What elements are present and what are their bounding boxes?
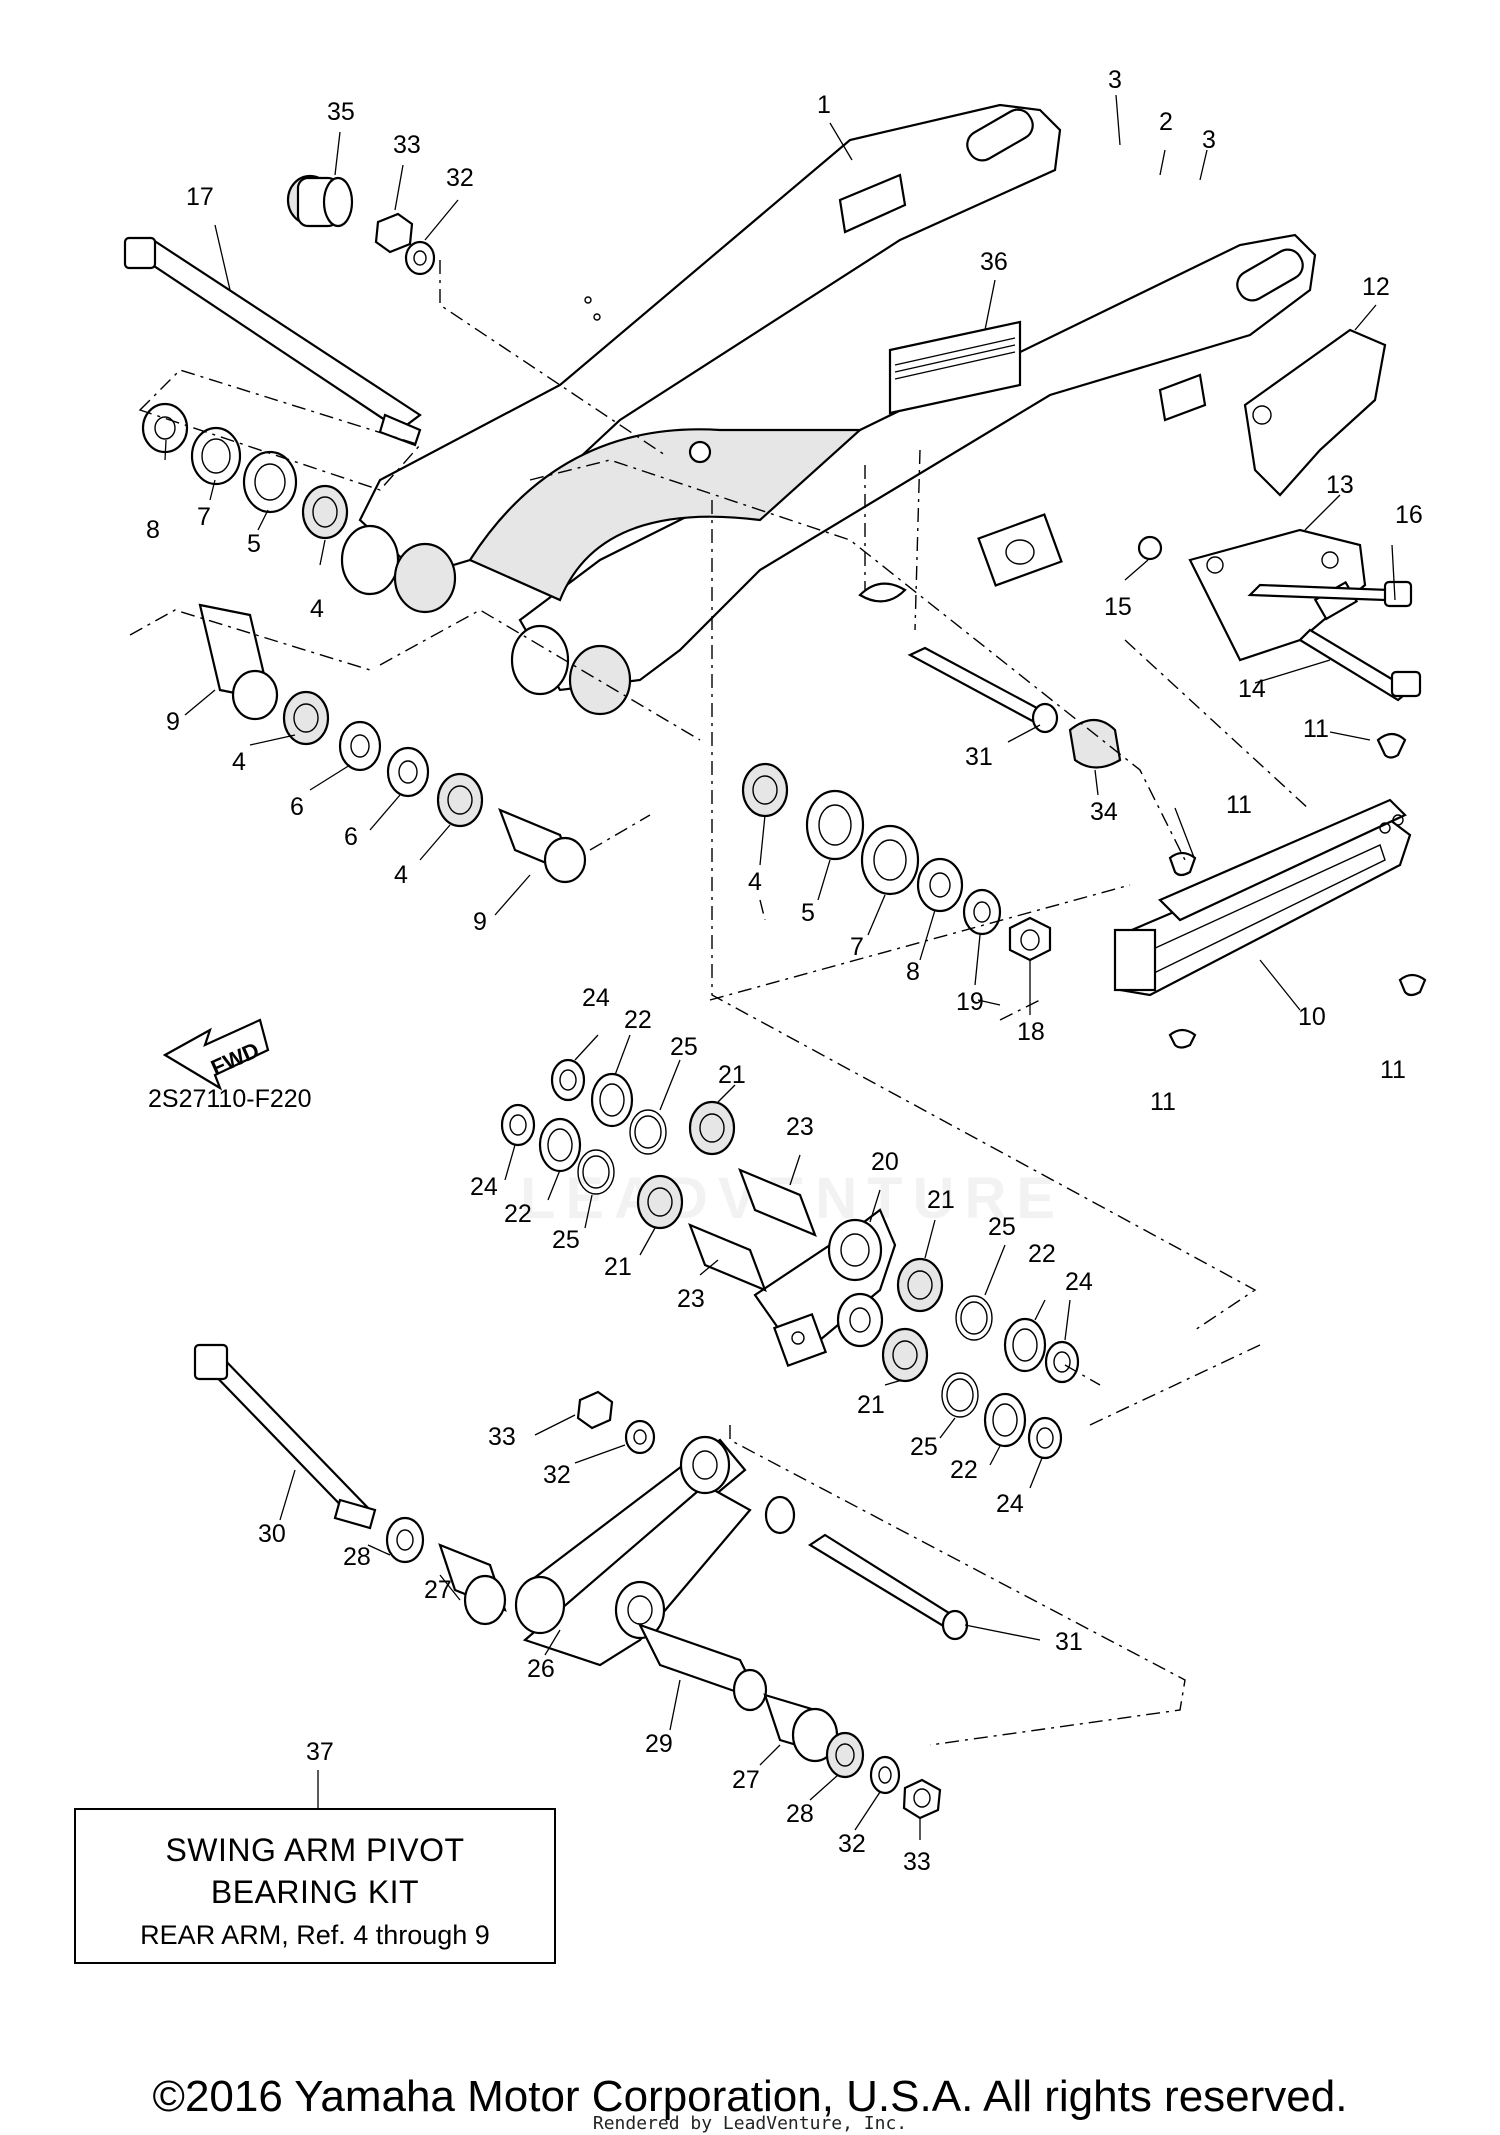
callout-5: 5 [247, 530, 261, 558]
callout-8: 8 [146, 516, 160, 544]
callout-11: 11 [1150, 1088, 1176, 1116]
callout-33: 33 [488, 1423, 516, 1451]
callout-5: 5 [801, 899, 815, 927]
lower-collars-and-nut [637, 1623, 942, 1820]
callout-25: 25 [910, 1433, 938, 1461]
callout-32: 32 [838, 1830, 866, 1858]
callout-7: 7 [197, 503, 211, 531]
callout-15: 15 [1104, 593, 1132, 621]
callout-32: 32 [543, 1461, 571, 1489]
callout-33: 33 [393, 131, 421, 159]
bearing-kit-box: SWING ARM PIVOT BEARING KIT REAR ARM, Re… [74, 1808, 556, 1964]
callout-17: 17 [186, 183, 214, 211]
callout-18: 18 [1017, 1018, 1045, 1046]
callout-4: 4 [310, 595, 324, 623]
relay-arm-seals [500, 1058, 1080, 1460]
callout-13: 13 [1326, 471, 1354, 499]
callout-26: 26 [527, 1655, 555, 1683]
callout-21: 21 [927, 1186, 955, 1214]
callout-29: 29 [645, 1730, 673, 1758]
callout-1: 1 [817, 91, 831, 119]
callout-27: 27 [424, 1576, 452, 1604]
callout-22: 22 [950, 1456, 978, 1484]
callout-22: 22 [624, 1006, 652, 1034]
callout-23: 23 [786, 1113, 814, 1141]
callout-23: 23 [677, 1285, 705, 1313]
callout-21: 21 [857, 1391, 885, 1419]
callout-21: 21 [604, 1253, 632, 1281]
caution-label [888, 320, 1022, 415]
callout-11: 11 [1226, 791, 1252, 819]
kit-description: REAR ARM, Ref. 4 through 9 [140, 1920, 490, 1950]
callout-8: 8 [906, 958, 920, 986]
callout-9: 9 [166, 708, 180, 736]
forward-direction-arrow: FWD [162, 1018, 270, 1091]
callout-19: 19 [956, 988, 984, 1016]
pivot-cap-nut-washer [286, 174, 436, 276]
callout-7: 7 [850, 933, 864, 961]
callout-24: 24 [582, 984, 610, 1012]
callout-24: 24 [1065, 1268, 1093, 1296]
leader-lines [164, 94, 1396, 1840]
callout-25: 25 [988, 1213, 1016, 1241]
callout-37: 37 [306, 1738, 334, 1766]
callout-9: 9 [473, 908, 487, 936]
rendered-by-credit: Rendered by LeadVenture, Inc. [592, 2113, 908, 2134]
callout-25: 25 [670, 1033, 698, 1061]
callout-2: 2 [1159, 108, 1173, 136]
callout-11: 11 [1303, 715, 1329, 743]
swing-arm-body [340, 103, 1317, 716]
connecting-rod-linkage [193, 1343, 969, 1667]
copyright-notice: ©2016 Yamaha Motor Corporation, U.S.A. A… [152, 2072, 1348, 2121]
center-bearing-stack [198, 603, 587, 884]
callout-33: 33 [903, 1848, 931, 1876]
callout-4: 4 [394, 861, 408, 889]
callout-24: 24 [996, 1490, 1024, 1518]
kit-title-line2: BEARING KIT [210, 1874, 420, 1910]
chain-guide [1137, 328, 1422, 702]
chain-slider [1113, 732, 1427, 1049]
callout-28: 28 [343, 1543, 371, 1571]
pivot-shaft [123, 236, 422, 447]
callout-31: 31 [965, 743, 993, 771]
callout-3: 3 [1202, 126, 1216, 154]
callout-10: 10 [1298, 1003, 1326, 1031]
right-bearing-stack [741, 762, 1052, 962]
callout-22: 22 [504, 1200, 532, 1228]
callout-4: 4 [232, 748, 246, 776]
kit-title-line1: SWING ARM PIVOT [165, 1832, 465, 1868]
callout-34: 34 [1090, 798, 1118, 826]
callout-30: 30 [258, 1520, 286, 1548]
callout-11: 11 [1380, 1056, 1406, 1084]
assembly-center-lines [129, 260, 1311, 1746]
callout-36: 36 [980, 248, 1008, 276]
callout-12: 12 [1362, 273, 1390, 301]
callout-31: 31 [1055, 1628, 1083, 1656]
left-bearing-stack [141, 402, 349, 540]
callout-27: 27 [732, 1766, 760, 1794]
callout-25: 25 [552, 1226, 580, 1254]
callout-3: 3 [1108, 66, 1122, 94]
callout-28: 28 [786, 1800, 814, 1828]
callout-20: 20 [871, 1148, 899, 1176]
callout-24: 24 [470, 1173, 498, 1201]
diagram-code: 2S27110-F220 [148, 1085, 312, 1113]
callout-35: 35 [327, 98, 355, 126]
callout-21: 21 [718, 1061, 746, 1089]
callout-4: 4 [748, 868, 762, 896]
callout-32: 32 [446, 164, 474, 192]
upper-bolt-and-cap [907, 646, 1122, 769]
callout-6: 6 [290, 793, 304, 821]
callout-16: 16 [1395, 501, 1423, 529]
callout-numbers: 1 2 3 3 4 4 4 4 5 5 6 6 7 7 8 8 9 9 10 1… [146, 66, 1423, 1876]
callout-22: 22 [1028, 1240, 1056, 1268]
callout-6: 6 [344, 823, 358, 851]
relay-arm [753, 1208, 897, 1368]
callout-14: 14 [1238, 675, 1266, 703]
